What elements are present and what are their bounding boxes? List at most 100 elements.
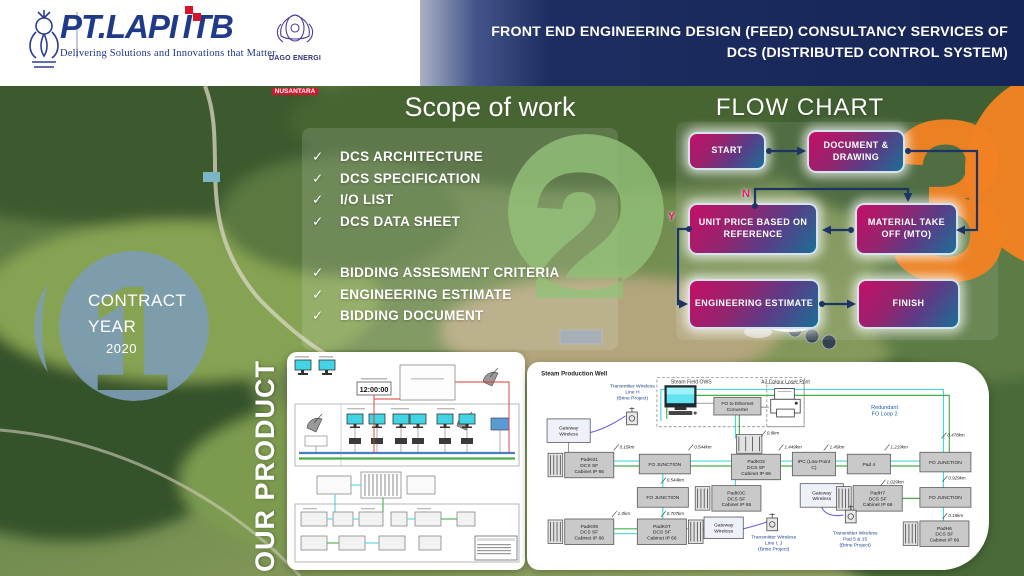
scope-item-label: BIDDING DOCUMENT	[340, 308, 484, 323]
svg-text:FO JUNCTION: FO JUNCTION	[646, 495, 679, 501]
flow-node-document-label: DOCUMENT & DRAWING	[823, 139, 889, 162]
svg-text:0.15km: 0.15km	[620, 444, 635, 449]
operator-workstations-row	[346, 408, 476, 453]
contract-year: 2020	[106, 341, 137, 356]
svg-text:0.929km: 0.929km	[948, 476, 966, 481]
svg-text:0.478km: 0.478km	[947, 433, 965, 438]
lotus-emblem-icon	[276, 14, 314, 43]
scope-item-label: BIDDING ASSESMENT CRITERIA	[340, 265, 560, 280]
scope-item-label: DCS ARCHITECTURE	[340, 149, 484, 164]
flow-node-finish-label: FINISH	[892, 298, 925, 309]
flow-node-engineering-estimate: ENGINEERING ESTIMATE	[688, 279, 820, 329]
partner-name: DAGO ENERGI	[269, 55, 321, 62]
flow-node-document-drawing: DOCUMENT & DRAWING	[807, 130, 905, 173]
title-band: FRONT END ENGINEERING DESIGN (FEED) CONS…	[420, 0, 1024, 86]
diagram-node-transmitter	[626, 407, 638, 426]
partner-subname: NUSANTARA	[271, 88, 319, 95]
our-product-label: OUR PRODUCT	[250, 360, 280, 572]
scope-list-primary: ✓ DCS ARCHITECTURE ✓DCS SPECIFICATION ✓ I/O …	[312, 146, 483, 232]
diagram-node-box: Pad 4	[846, 453, 891, 475]
partner-logo: DAGO ENERGI NUSANTARA	[252, 6, 338, 98]
control-room-frame	[294, 403, 520, 467]
flow-node-start-label: START	[711, 145, 743, 156]
contract-year-text: CONTRACT YEAR 2020	[88, 288, 186, 358]
diagram-node-box: FO JUNCTION	[638, 453, 691, 475]
svg-text:0.544km: 0.544km	[694, 444, 712, 449]
svg-text:1.45km: 1.45km	[830, 444, 845, 449]
flow-node-unit-price-label: UNIT PRICE BASED ON REFERENCE	[698, 217, 808, 239]
svg-text:0.15km: 0.15km	[948, 513, 963, 518]
brand-accent-square	[185, 6, 193, 14]
svg-text:Steam Production Well: Steam Production Well	[541, 371, 607, 378]
check-icon: ✓	[312, 192, 324, 207]
diagram-node-box: FO JUNCTION	[919, 451, 972, 473]
large-screen-display	[399, 364, 456, 401]
brand-lockup: PT.LAPI ITB Delivering Solutions and Inn…	[60, 8, 276, 59]
svg-text:FO JUNCTION: FO JUNCTION	[929, 460, 962, 466]
flow-node-start: START	[688, 132, 766, 170]
slide-title-line1: FRONT END ENGINEERING DESIGN (FEED) CONS…	[491, 24, 1008, 40]
diagram-node-box: FO JUNCTION	[636, 487, 689, 508]
logo-divider	[76, 12, 78, 58]
diagram-node-monitor	[664, 385, 697, 415]
svg-text:1.029km: 1.029km	[887, 480, 905, 485]
diagram-node-box: FO JUNCTION	[919, 487, 972, 508]
scope-item: ✓DCS SPECIFICATION	[312, 168, 483, 190]
scope-item-label: DCS DATA SHEET	[340, 213, 461, 229]
svg-text:0.544km: 0.544km	[667, 478, 685, 483]
slide-title-line2: DCS (DISTRIBUTED CONTROL SYSTEM)	[726, 45, 1008, 61]
check-icon: ✓	[312, 308, 324, 323]
flowchart-heading: FLOW CHART	[715, 94, 885, 121]
diagram-legend	[474, 535, 518, 561]
slide-title: FRONT END ENGINEERING DESIGN (FEED) CONS…	[491, 22, 1008, 64]
operator-monitor	[409, 413, 427, 453]
brand-accent-square	[193, 13, 201, 21]
contract-line2: YEAR	[88, 317, 137, 336]
big-number-three: 3	[895, 80, 1024, 310]
svg-text:FO JUNCTION: FO JUNCTION	[929, 495, 962, 501]
flow-node-unit-price: UNIT PRICE BASED ON REFERENCE	[688, 203, 818, 255]
product-panel-dcs-architecture: 12:00:00	[287, 352, 525, 570]
operator-monitor	[392, 413, 410, 453]
operator-monitor	[436, 413, 454, 453]
top-left-workstations	[294, 356, 336, 375]
svg-text:3: 3	[895, 80, 1011, 310]
brand-suffix: ITB	[182, 8, 234, 45]
svg-text:12:00:00: 12:00:00	[360, 385, 389, 394]
clock-display: 12:00:00	[356, 378, 392, 396]
svg-text:Pad 4: Pad 4	[862, 462, 875, 468]
diagram-node-printer	[770, 388, 801, 418]
network-buses	[299, 451, 515, 460]
check-icon: ✓	[312, 213, 324, 229]
scope-heading: Scope of work	[404, 92, 576, 122]
field-io-section	[294, 503, 520, 563]
scope-list-secondary: ✓BIDDING ASSESMENT CRITERIA✓ENGINEERING …	[312, 262, 560, 327]
flow-node-mto-label: MATERIAL TAKE OFF (MTO)	[867, 217, 946, 239]
svg-text:FO JUNCTION: FO JUNCTION	[648, 462, 681, 468]
scope-item-label: I/O LIST	[340, 192, 394, 207]
svg-text:0.707km: 0.707km	[667, 511, 685, 516]
contract-line1: CONTRACT	[88, 291, 187, 310]
operator-monitor	[368, 413, 386, 453]
contract-year-badge: 1 1	[34, 251, 209, 422]
operator-monitor	[458, 413, 476, 453]
diagram-node-transmitter	[844, 505, 857, 524]
